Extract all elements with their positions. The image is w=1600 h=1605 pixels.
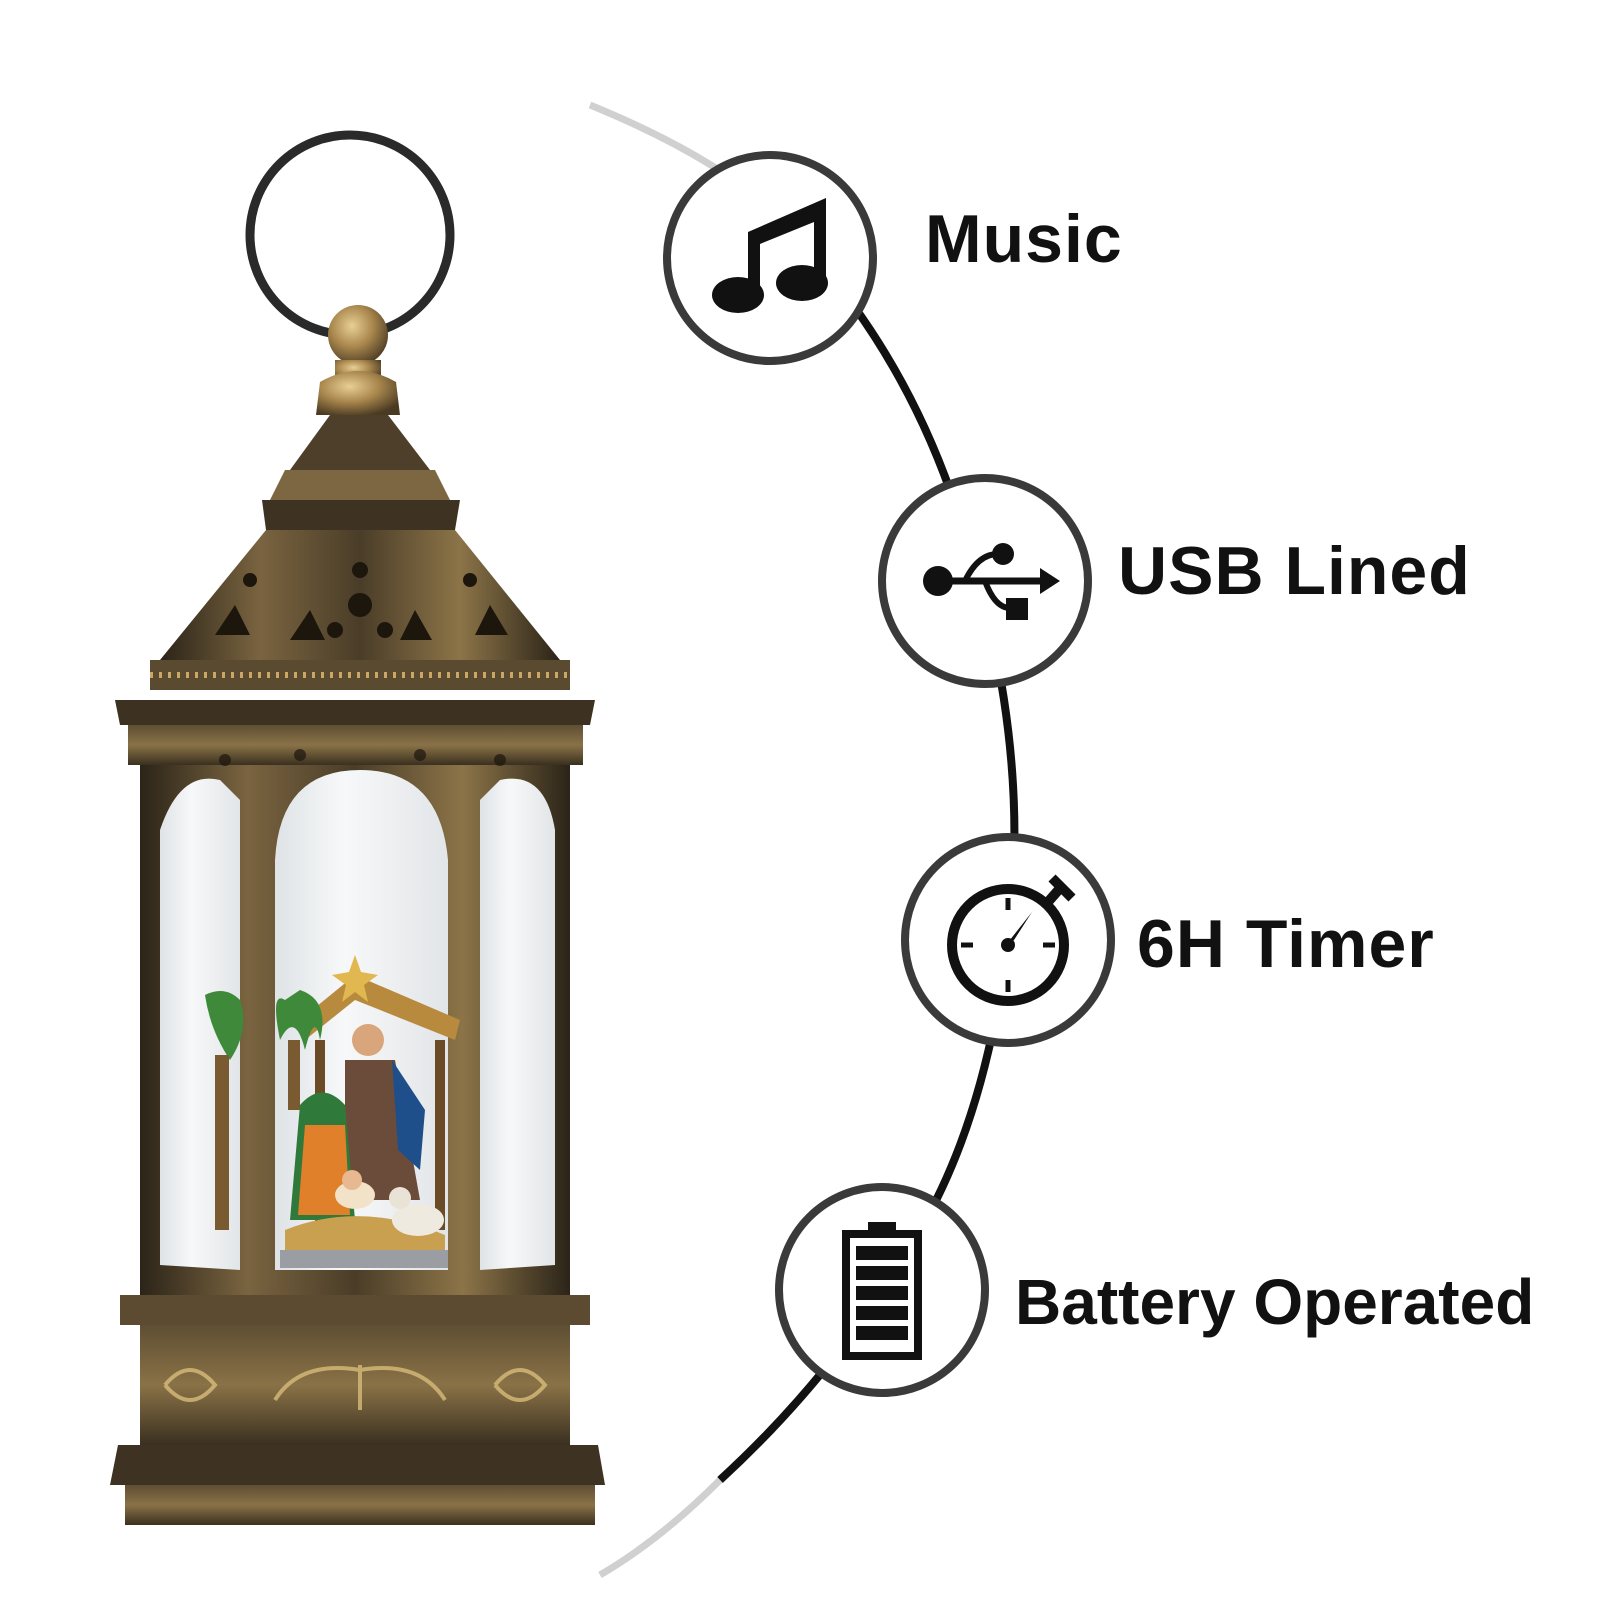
lantern-roof-top	[290, 415, 430, 470]
base-ornaments	[163, 1365, 548, 1410]
nativity-scene	[205, 955, 460, 1268]
feature-battery-badge	[775, 1183, 989, 1397]
lantern-finial	[328, 305, 388, 365]
battery-icon	[842, 1222, 922, 1360]
lantern-glass-right	[480, 778, 555, 1270]
lantern-ring	[245, 130, 455, 340]
feature-label-music: Music	[925, 201, 1123, 277]
feature-music-badge	[663, 151, 877, 365]
usb-icon	[923, 543, 1060, 620]
lantern-illustration	[110, 130, 605, 1525]
feature-label-usb: USB Lined	[1118, 533, 1471, 609]
feature-usb-badge	[878, 474, 1092, 688]
music-note-icon	[712, 198, 828, 313]
feature-label-battery: Battery Operated	[1015, 1266, 1535, 1338]
stopwatch-icon	[947, 874, 1076, 1006]
feature-label-timer: 6H Timer	[1137, 906, 1435, 982]
feature-timer-badge	[901, 833, 1115, 1047]
